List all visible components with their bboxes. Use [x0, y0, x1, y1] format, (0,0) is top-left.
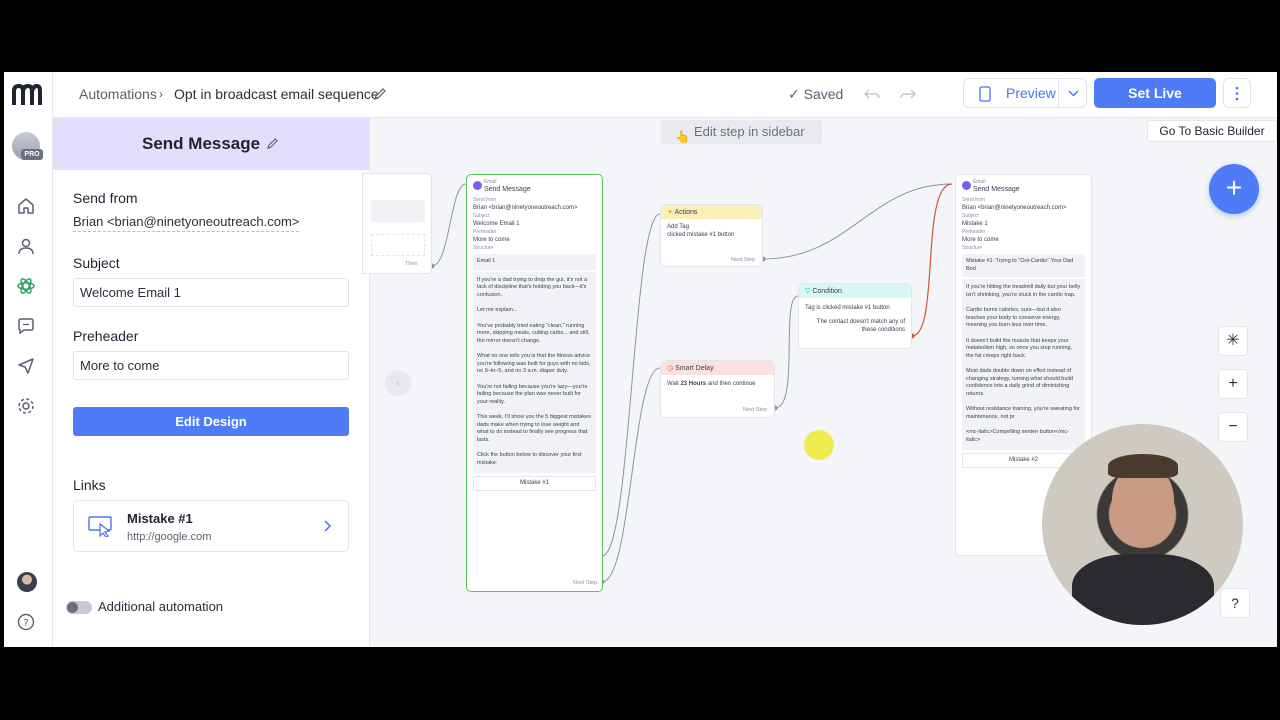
link-url: http://google.com	[127, 531, 212, 543]
lightning-icon: ✦	[667, 209, 673, 216]
preview-options-button[interactable]	[1058, 78, 1087, 108]
send-from-label: Send from	[73, 190, 138, 206]
edit-design-button[interactable]: Edit Design	[73, 407, 349, 436]
breadcrumb-chevron-icon: ›	[159, 87, 163, 101]
automation-title: Opt in broadcast email sequence	[174, 86, 379, 102]
links-label: Links	[73, 477, 106, 493]
moosend-logo-icon[interactable]	[12, 83, 42, 105]
pointing-hand-icon: 👆	[675, 130, 690, 144]
smart-delay-node[interactable]: ◷ Smart Delay Wait 23 Hours and then con…	[660, 360, 775, 418]
top-bar: Automations › Opt in broadcast email seq…	[53, 72, 1277, 118]
undo-icon[interactable]	[863, 85, 881, 103]
go-to-basic-builder-button[interactable]: Go To Basic Builder	[1147, 120, 1277, 142]
add-step-button[interactable]: +	[1209, 164, 1259, 214]
svg-text:?: ?	[23, 618, 28, 629]
help-button[interactable]: ?	[1220, 588, 1250, 618]
hint-text: Edit step in sidebar	[694, 124, 805, 139]
more-options-button[interactable]	[1223, 78, 1251, 108]
edit-step-name-pencil-icon[interactable]	[266, 137, 279, 150]
mistake-1-button-preview[interactable]: Mistake #1	[473, 476, 596, 491]
additional-automation-label: Additional automation	[98, 599, 224, 614]
cursor-click-icon	[88, 516, 112, 537]
mistake-2-button-preview[interactable]: Mistake #2	[962, 453, 1085, 468]
chevron-down-icon	[1068, 90, 1079, 97]
send-from-select[interactable]: Brian <brian@ninetyoneoutreach.com>	[73, 214, 300, 232]
panel-header: Send Message	[53, 118, 369, 170]
filter-icon: ▽	[805, 288, 811, 295]
pro-badge: PRO	[21, 149, 43, 160]
then-label: Then	[405, 261, 418, 267]
preheader-input[interactable]: More to come	[73, 351, 349, 380]
email-body-preview: If you're hitting the treadmill daily bu…	[962, 279, 1085, 450]
subject-input[interactable]: Welcome Email 1	[73, 278, 349, 307]
preheader-label: Preheader	[73, 328, 139, 344]
breadcrumb-automations[interactable]: Automations	[79, 86, 157, 102]
audience-icon[interactable]	[16, 236, 36, 256]
app-window: PRO ? Automations › Opt in broadcast ema…	[4, 72, 1277, 647]
preview-label: Preview	[1006, 85, 1056, 101]
link-title: Mistake #1	[127, 511, 193, 526]
automations-icon[interactable]	[16, 276, 36, 296]
cursor-highlight	[804, 430, 834, 460]
zoom-out-icon[interactable]: −	[1218, 412, 1248, 442]
edit-step-hint: 👆 Edit step in sidebar	[661, 120, 822, 144]
email-body-preview: If you're a dad trying to drop the gut, …	[473, 271, 596, 473]
chevron-left-icon[interactable]: ‹	[385, 370, 411, 396]
additional-automation-toggle[interactable]	[66, 601, 92, 614]
panel-title: Send Message	[142, 134, 261, 153]
rename-pencil-icon[interactable]	[373, 87, 387, 101]
chevron-right-icon	[324, 520, 332, 532]
chat-icon[interactable]	[16, 316, 36, 336]
link-card-mistake-1[interactable]: Mistake #1 http://google.com	[73, 500, 349, 552]
settings-gear-icon[interactable]	[16, 396, 36, 416]
webcam-overlay	[1042, 424, 1243, 625]
redo-icon[interactable]	[899, 85, 917, 103]
zoom-in-icon[interactable]: +	[1218, 369, 1248, 399]
help-circle-icon[interactable]: ?	[16, 612, 36, 632]
clock-icon: ◷	[667, 365, 674, 372]
mobile-device-icon	[979, 86, 991, 102]
user-avatar[interactable]	[17, 572, 37, 592]
magic-wand-icon[interactable]: ✳	[1218, 326, 1248, 356]
email-icon	[473, 181, 482, 190]
subject-label: Subject	[73, 255, 120, 271]
saved-status: ✓ Saved	[788, 86, 844, 102]
email-icon	[962, 181, 971, 190]
send-icon[interactable]	[16, 356, 36, 376]
set-live-button[interactable]: Set Live	[1094, 78, 1216, 108]
preview-button[interactable]: Preview	[963, 78, 1058, 108]
condition-node[interactable]: ▽ Condition Tag is clicked mistake #1 bu…	[798, 283, 912, 349]
trigger-node[interactable]: Then	[362, 173, 432, 274]
actions-node[interactable]: ✦ Actions Add Tag clicked mistake #1 but…	[660, 204, 763, 267]
step-settings-panel: Send Message Send from Brian <brian@nine…	[53, 118, 370, 647]
home-icon[interactable]	[16, 196, 36, 216]
toggle-knob	[67, 602, 78, 613]
kebab-menu-icon	[1235, 86, 1239, 101]
nav-rail: PRO ?	[4, 72, 53, 647]
